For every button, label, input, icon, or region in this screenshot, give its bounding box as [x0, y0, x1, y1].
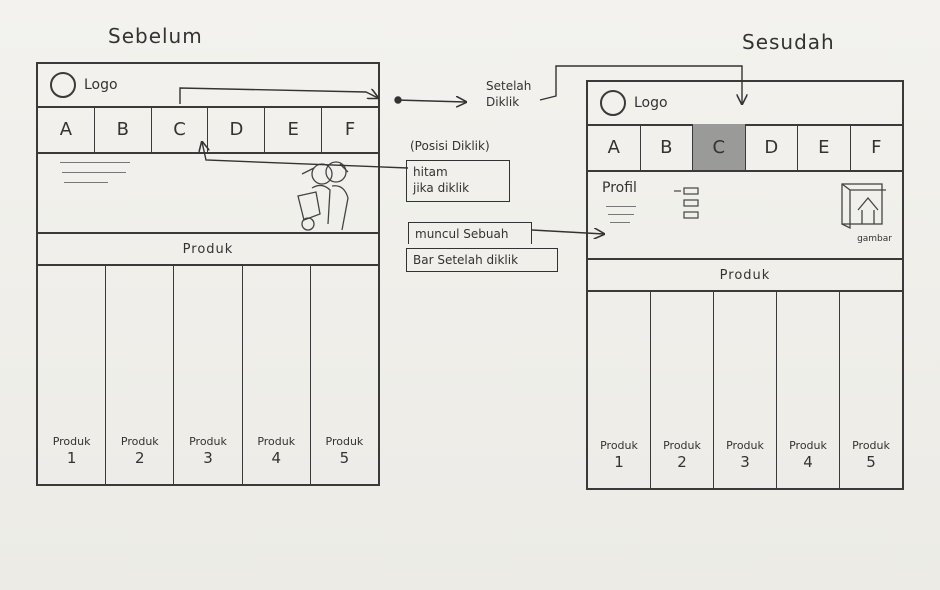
note-after-click: Setelah Diklik: [486, 78, 556, 110]
after-logo-text: Logo: [634, 95, 668, 111]
product-label: Produk: [726, 439, 764, 452]
product-number: 5: [339, 449, 350, 467]
logo-circle-icon: [600, 90, 626, 116]
before-tab-a[interactable]: A: [38, 106, 95, 152]
after-heading: Sesudah: [742, 30, 835, 54]
before-banner: [38, 152, 378, 234]
product-label: Produk: [52, 435, 91, 448]
after-wireframe: Logo A B C D E F Profil: [586, 80, 904, 490]
arrow-to-after: [539, 65, 742, 104]
product-number: 1: [614, 453, 624, 471]
product-label: Produk: [120, 435, 159, 448]
after-tab-f[interactable]: F: [871, 136, 882, 158]
product-number: 4: [803, 453, 813, 471]
after-tab-b[interactable]: B: [641, 124, 693, 170]
after-tab-d[interactable]: D: [746, 124, 798, 170]
product-label: Produk: [257, 435, 296, 448]
product-number: 4: [271, 449, 281, 467]
note-appear-line2: Bar Setelah diklik: [413, 253, 519, 267]
before-tab-d[interactable]: D: [208, 106, 266, 152]
click-dot: [394, 96, 402, 104]
logo-circle-icon: [50, 72, 76, 98]
arrow-click-dot: [395, 100, 466, 102]
product-label: Produk: [189, 435, 227, 448]
before-tab-f[interactable]: F: [344, 118, 356, 140]
note-black-box: hitam jika diklik: [406, 160, 510, 202]
product-number: 3: [740, 453, 750, 471]
before-tab-b[interactable]: B: [95, 106, 152, 152]
menu-list-icon: [674, 187, 699, 219]
before-tab-e[interactable]: E: [265, 106, 323, 152]
note-position-clicked: (Posisi Diklik): [410, 139, 490, 153]
after-products-label: Produk: [588, 260, 902, 292]
before-heading: Sebelum: [108, 24, 203, 48]
arrow-appear-to-bar: [531, 230, 604, 234]
product-number: 5: [866, 453, 876, 471]
after-tabs: A B C D E F: [588, 124, 902, 172]
after-tab-a[interactable]: A: [588, 124, 641, 170]
banner-people-icon: [297, 161, 349, 231]
product-label: Produk: [852, 439, 890, 452]
product-number: 1: [66, 449, 77, 467]
product-number: 3: [203, 449, 213, 467]
product-label: Produk: [325, 435, 364, 448]
note-after-click-text: Setelah Diklik: [486, 79, 532, 109]
before-tab-c[interactable]: C: [152, 106, 209, 152]
product-label: Produk: [789, 439, 827, 452]
product-number: 2: [135, 449, 145, 467]
before-products-label: Produk: [38, 234, 378, 266]
after-tab-c-active[interactable]: C: [693, 124, 746, 170]
note-appear-box: muncul Sebuah: [408, 222, 532, 244]
profile-image-icon: [841, 183, 886, 230]
product-label: Produk: [600, 439, 638, 452]
image-caption: gambar: [857, 234, 892, 244]
profile-label: Profil: [602, 180, 637, 196]
note-black-line1: hitam: [413, 165, 448, 179]
arrow-tab-loop: [179, 87, 378, 104]
note-appear-line1: muncul Sebuah: [415, 227, 509, 241]
before-logo-text: Logo: [84, 77, 118, 93]
after-tab-e[interactable]: E: [798, 124, 851, 170]
arrow-black-to-tab: [202, 142, 409, 169]
note-appear-box-2: Bar Setelah diklik: [406, 248, 558, 272]
product-number: 2: [677, 453, 687, 471]
note-black-line2: jika diklik: [413, 181, 470, 195]
product-label: Produk: [663, 439, 701, 452]
after-profile-bar: Profil gambar: [588, 170, 902, 260]
